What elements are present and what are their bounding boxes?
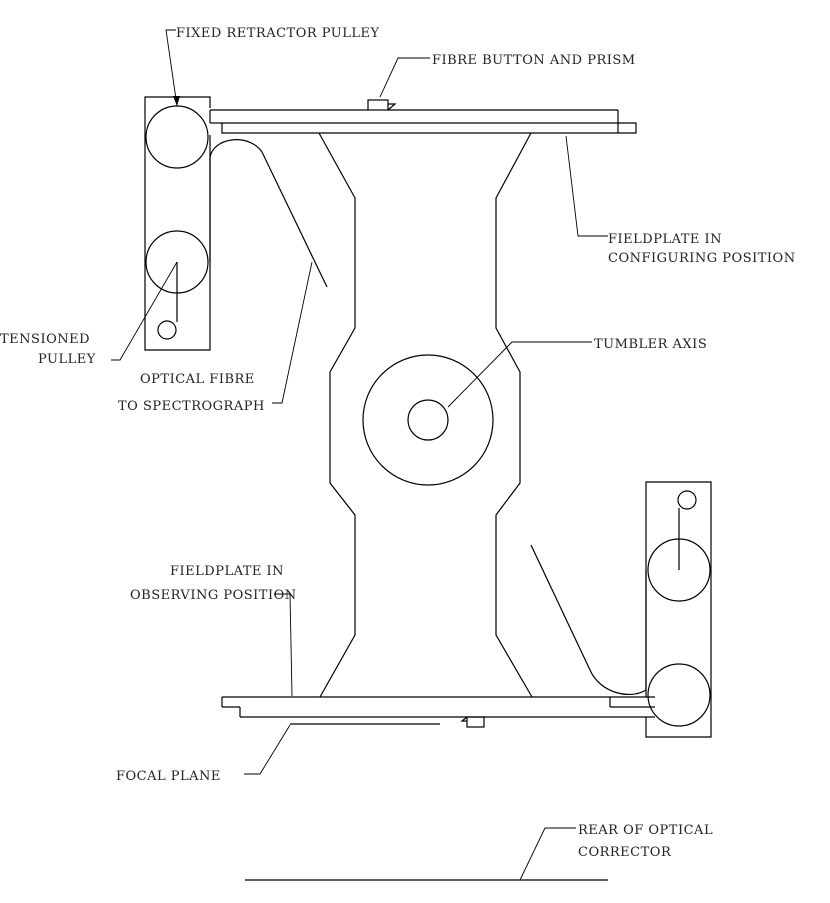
fixed-retractor-pulley — [145, 105, 209, 169]
fieldplate-configuring — [209, 99, 637, 134]
fieldplate-observing — [221, 696, 655, 728]
label-fieldplate-configuring-1: FIELDPLATE IN — [608, 232, 722, 247]
label-tensioned-pulley-2: PULLEY — [38, 352, 96, 367]
label-fieldplate-observing-1: FIELDPLATE IN — [170, 564, 284, 579]
label-rear-optical-corrector-1: REAR OF OPTICAL — [578, 823, 713, 838]
label-fieldplate-configuring-2: CONFIGURING POSITION — [608, 251, 796, 266]
lower-retractor-housing — [645, 481, 712, 738]
fibre-button — [367, 99, 389, 111]
label-fibre-button-and-prism: FIBRE BUTTON AND PRISM — [432, 53, 636, 68]
label-focal-plane: FOCAL PLANE — [116, 769, 221, 784]
label-rear-optical-corrector-2: CORRECTOR — [578, 845, 672, 860]
tensioner-anchor-pulley — [157, 320, 177, 340]
optical-fibre-lower — [530, 544, 647, 695]
tumbler-body — [318, 132, 533, 698]
label-tensioned-pulley-1: TENSIONED — [0, 332, 90, 347]
leader-lines — [111, 29, 608, 881]
lower-retractor-pulley — [647, 663, 711, 727]
tumbler-hub-outer — [362, 354, 494, 486]
label-tumbler-axis: TUMBLER AXIS — [594, 337, 707, 352]
upper-retractor-assembly — [144, 96, 211, 351]
upper-retractor-housing — [144, 96, 211, 351]
lower-anchor-pulley — [677, 490, 697, 510]
fibre-button-lower — [466, 716, 485, 728]
label-optical-fibre-2: TO SPECTROGRAPH — [118, 399, 265, 414]
label-optical-fibre-1: OPTICAL FIBRE — [140, 372, 255, 387]
prism — [387, 103, 397, 111]
label-fieldplate-observing-2: OBSERVING POSITION — [130, 588, 297, 603]
tumbler-axis-icon — [407, 399, 449, 441]
optical-fibre-upper — [209, 139, 328, 288]
label-fixed-retractor-pulley: FIXED RETRACTOR PULLEY — [176, 26, 380, 41]
lower-retractor-assembly — [530, 481, 712, 738]
